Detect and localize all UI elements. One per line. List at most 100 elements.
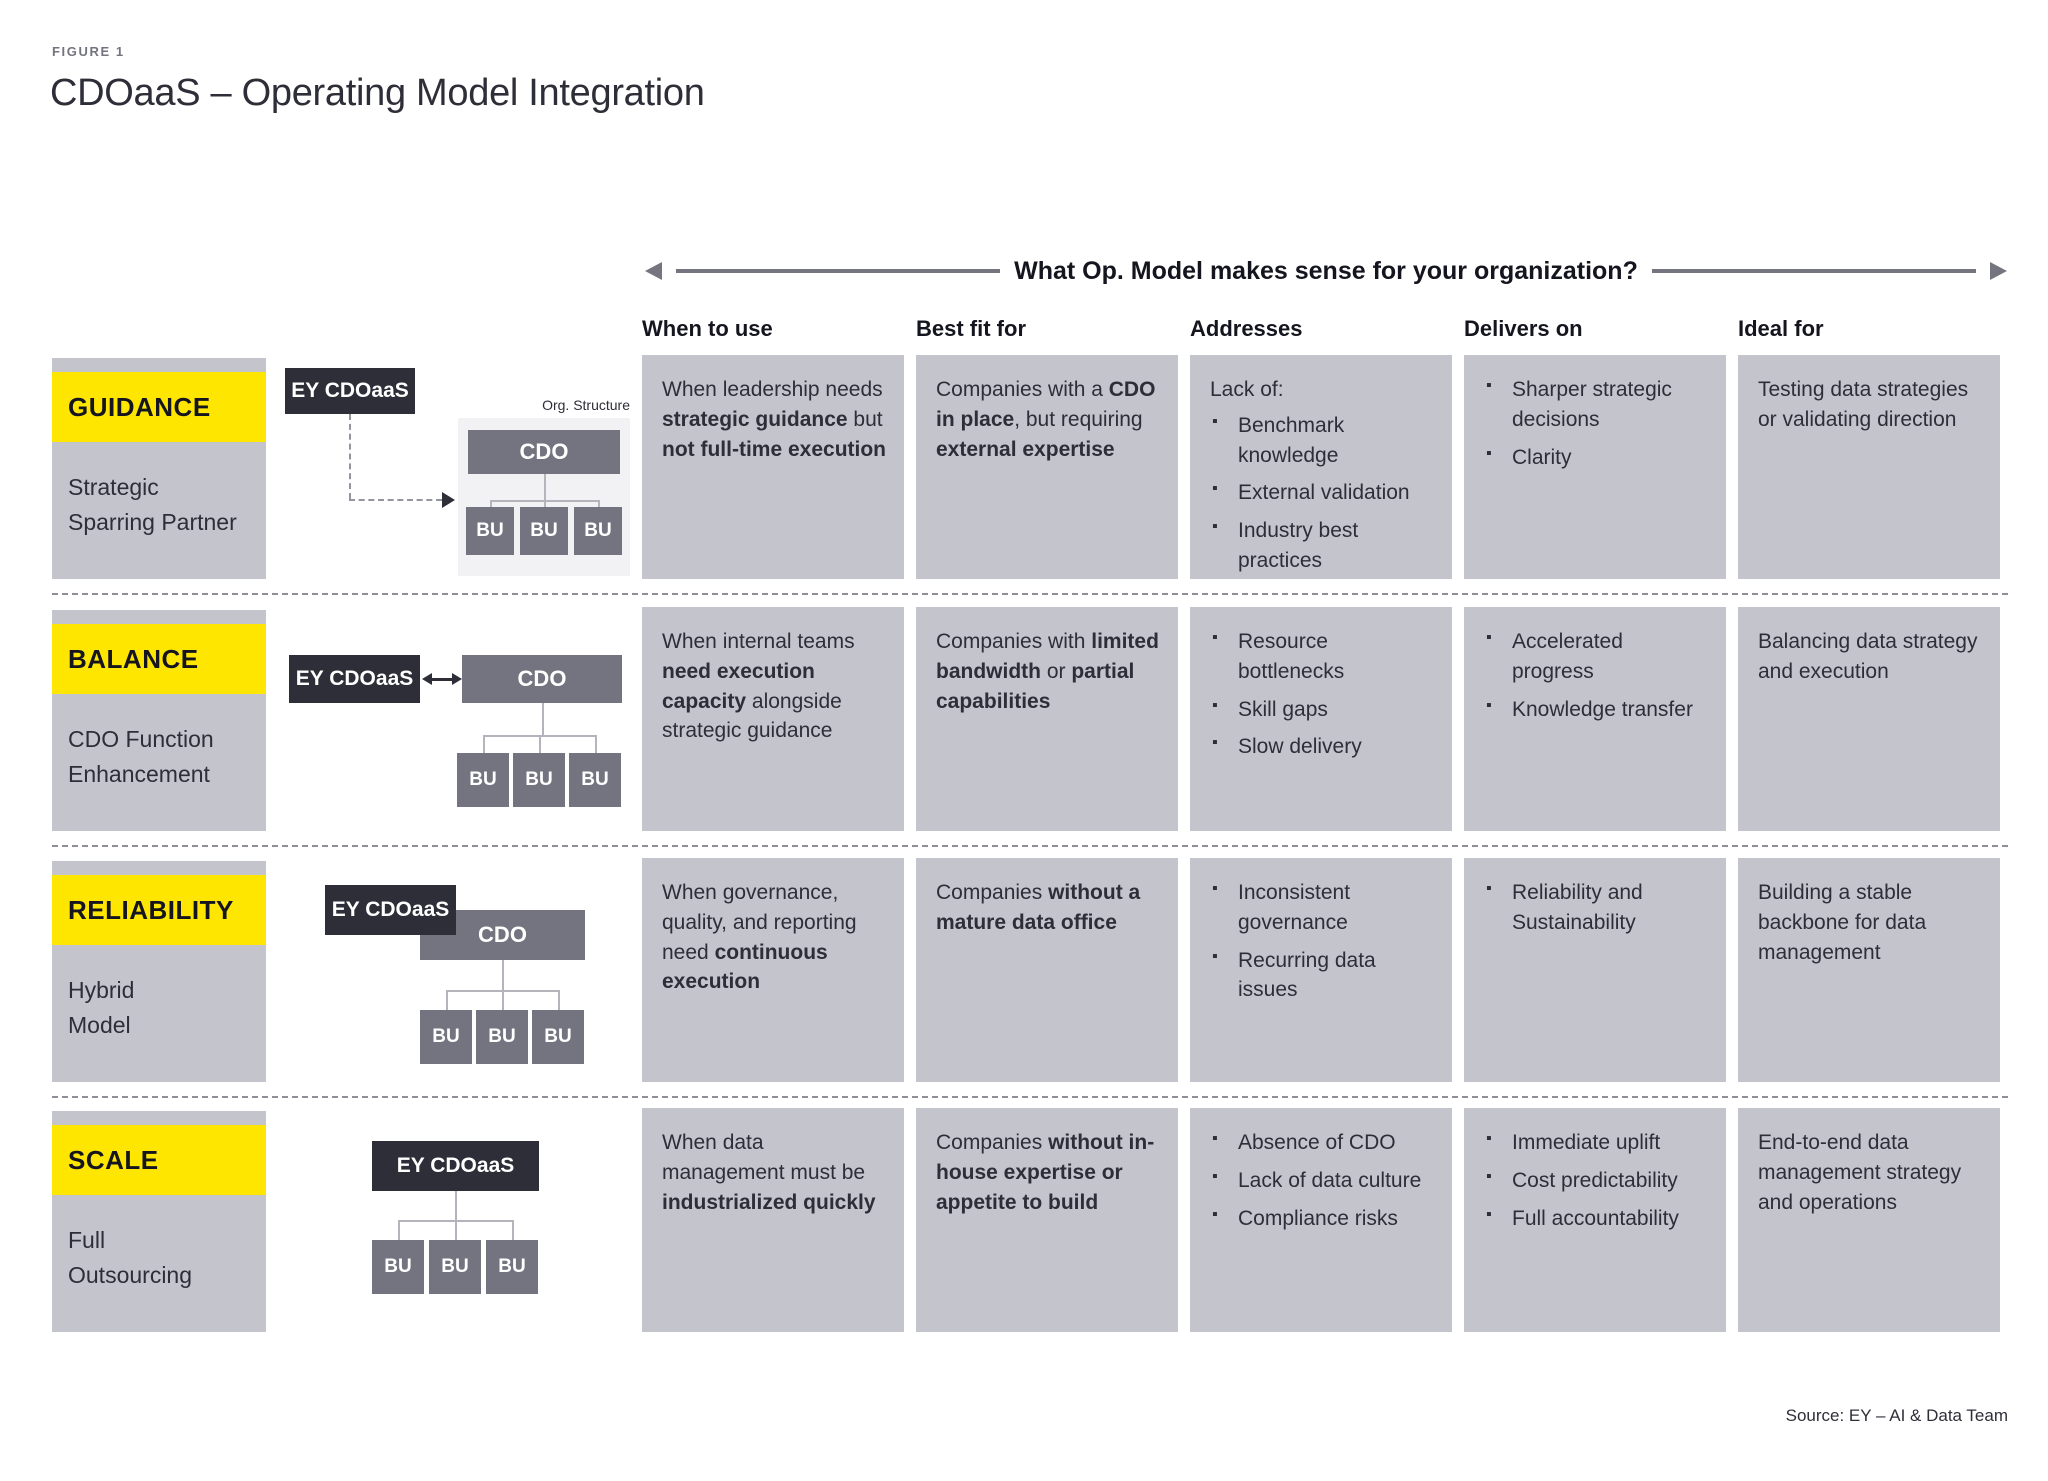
row-label-text: GUIDANCE bbox=[68, 391, 211, 422]
ey-cdoaas-box: EY CDOaaS bbox=[289, 655, 420, 703]
bu-box: BU bbox=[520, 507, 568, 555]
column-header-best-fit-for: Best fit for bbox=[916, 316, 1026, 341]
row-subtitle: Hybrid Model bbox=[68, 977, 135, 1038]
bullet-item: Immediate uplift bbox=[1484, 1128, 1710, 1158]
cell-delivers-on: Immediate upliftCost predictabilityFull … bbox=[1464, 1108, 1726, 1332]
bullet-item: Slow delivery bbox=[1210, 732, 1436, 762]
dashed-connector-line bbox=[349, 414, 351, 499]
tree-connector-line bbox=[544, 474, 546, 500]
ey-cdoaas-box: EY CDOaaS bbox=[372, 1141, 539, 1191]
tree-connector-line bbox=[502, 990, 504, 1010]
row-label-scale: SCALE Full Outsourcing bbox=[52, 1111, 266, 1332]
bold-text-segment: not full-time execution bbox=[662, 437, 887, 461]
cdo-box: CDO bbox=[420, 910, 585, 960]
bullet-item: Resource bottlenecks bbox=[1210, 627, 1436, 687]
bu-box: BU bbox=[457, 753, 509, 807]
row-subtitle: Strategic Sparring Partner bbox=[68, 474, 237, 535]
cell-when-to-use: When internal teams need execution capac… bbox=[642, 607, 904, 831]
tree-connector-line bbox=[483, 735, 485, 753]
cell-addresses: Lack of: Benchmark knowledgeExternal vali… bbox=[1190, 355, 1452, 579]
source-note: Source: EY – AI & Data Team bbox=[1785, 1406, 2008, 1425]
page-title: CDOaaS – Operating Model Integration bbox=[50, 72, 705, 114]
cell-delivers-on: Reliability and Sustainability bbox=[1464, 858, 1726, 1082]
left-arrow-line bbox=[676, 269, 1001, 273]
text-segment: Companies with bbox=[936, 630, 1092, 653]
question-text: What Op. Model makes sense for your orga… bbox=[1014, 256, 1638, 285]
bullet-item: Full accountability bbox=[1484, 1204, 1710, 1234]
bullet-item: Skill gaps bbox=[1210, 695, 1436, 725]
row-subtitle: Full Outsourcing bbox=[68, 1227, 193, 1288]
cell-addresses: Resource bottlenecksSkill gapsSlow deliv… bbox=[1190, 607, 1452, 831]
row-label-text: BALANCE bbox=[68, 643, 199, 674]
row-label-guidance: GUIDANCE Strategic Sparring Partner bbox=[52, 358, 266, 579]
bullet-item: Industry best practices bbox=[1210, 516, 1436, 576]
column-header-when-to-use: When to use bbox=[642, 316, 773, 341]
bullet-list: Accelerated progressKnowledge transfer bbox=[1484, 627, 1710, 724]
bu-box: BU bbox=[476, 1010, 528, 1064]
row-label-band: BALANCE bbox=[52, 624, 266, 694]
tree-connector-line bbox=[455, 1220, 457, 1240]
bold-text-segment: CDO in place bbox=[936, 378, 1156, 431]
cell-best-fit-for: Companies with limited bandwidth or part… bbox=[916, 607, 1178, 831]
tree-connector-line bbox=[544, 500, 546, 507]
tree-connector-line bbox=[542, 703, 544, 735]
text-segment: or bbox=[1040, 659, 1072, 683]
ey-cdoaas-box: EY CDOaaS bbox=[325, 885, 456, 935]
row-divider bbox=[52, 593, 2008, 595]
bold-text-segment: strategic guidance bbox=[662, 407, 848, 431]
text-segment: alongside strategic guidance bbox=[662, 689, 842, 743]
bullet-list-intro: Lack of: bbox=[1210, 378, 1284, 401]
bullet-list: Reliability and Sustainability bbox=[1484, 878, 1710, 938]
bullet-list: Absence of CDOLack of data cultureCompli… bbox=[1210, 1128, 1436, 1233]
cell-when-to-use: When data management must be industriali… bbox=[642, 1108, 904, 1332]
bullet-item: Recurring data issues bbox=[1210, 946, 1436, 1006]
text-segment: When leadership needs bbox=[662, 378, 883, 401]
org-structure-label: Org. Structure bbox=[542, 397, 630, 413]
ey-cdoaas-box: EY CDOaaS bbox=[285, 368, 415, 414]
connector-arrowhead-icon bbox=[442, 492, 455, 508]
tree-connector-line bbox=[490, 500, 492, 507]
tree-connector-line bbox=[455, 1191, 457, 1220]
figure-label: FIGURE 1 bbox=[52, 44, 125, 59]
left-arrowhead-icon bbox=[645, 262, 662, 280]
two-way-arrow-line bbox=[431, 677, 453, 681]
cell-best-fit-for: Companies without in-house expertise or … bbox=[916, 1108, 1178, 1332]
cell-ideal-for: End-to-end data management strategy and … bbox=[1738, 1108, 2000, 1332]
tree-connector-line bbox=[558, 990, 560, 1010]
cell-when-to-use: When leadership needs strategic guidance… bbox=[642, 355, 904, 579]
bold-text-segment: without a mature data office bbox=[936, 881, 1141, 934]
bold-text-segment: partial capabilities bbox=[936, 659, 1135, 713]
bu-box: BU bbox=[532, 1010, 584, 1064]
bullet-item: Inconsistent governance bbox=[1210, 878, 1436, 938]
tree-connector-line bbox=[539, 735, 541, 753]
bullet-list: Immediate upliftCost predictabilityFull … bbox=[1484, 1128, 1710, 1233]
bullet-item: Benchmark knowledge bbox=[1210, 411, 1436, 471]
bu-box: BU bbox=[372, 1240, 424, 1294]
row-label-band: SCALE bbox=[52, 1125, 266, 1195]
column-header-delivers-on: Delivers on bbox=[1464, 316, 1583, 341]
bullet-item: Clarity bbox=[1484, 443, 1710, 473]
bold-text-segment: need execution capacity bbox=[662, 659, 815, 713]
bullet-item: External validation bbox=[1210, 478, 1436, 508]
row-label-reliability: RELIABILITY Hybrid Model bbox=[52, 861, 266, 1082]
column-header-ideal-for: Ideal for bbox=[1738, 316, 1824, 341]
tree-connector-line bbox=[502, 960, 504, 990]
text-segment: Companies bbox=[936, 1131, 1049, 1154]
row-label-band: RELIABILITY bbox=[52, 875, 266, 945]
question-banner: What Op. Model makes sense for your orga… bbox=[645, 250, 2007, 292]
bullet-item: Accelerated progress bbox=[1484, 627, 1710, 687]
bold-text-segment: industrialized quickly bbox=[662, 1190, 876, 1214]
row-divider bbox=[52, 1096, 2008, 1098]
bullet-item: Compliance risks bbox=[1210, 1204, 1436, 1234]
right-arrowhead-icon bbox=[452, 673, 462, 685]
column-header-addresses: Addresses bbox=[1190, 316, 1303, 341]
cell-delivers-on: Accelerated progressKnowledge transfer bbox=[1464, 607, 1726, 831]
tree-connector-line bbox=[598, 500, 600, 507]
text-segment: , but requiring bbox=[1014, 407, 1143, 431]
cell-ideal-for: Balancing data strategy and execution bbox=[1738, 607, 2000, 831]
